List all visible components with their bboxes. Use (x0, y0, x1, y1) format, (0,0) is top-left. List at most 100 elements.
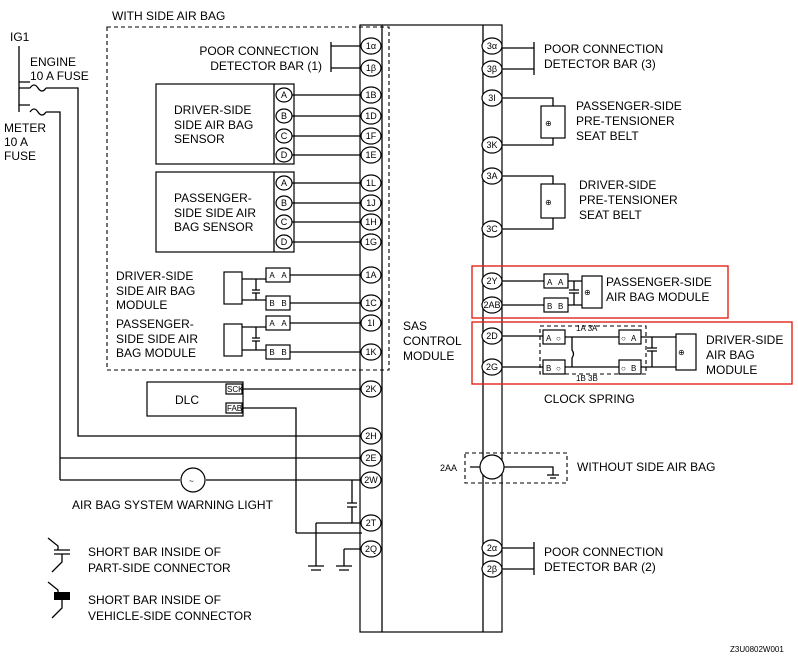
driver-side-module-label: DRIVER-SIDE SIDE AIR BAG MODULE (116, 269, 199, 312)
svg-text:B: B (269, 299, 274, 308)
svg-text:A: A (547, 278, 553, 287)
sas-pin-2G: 2G (481, 358, 503, 376)
driver-sensor-pin-D: D (275, 147, 361, 163)
poor-connection-3-label: POOR CONNECTION DETECTOR BAR (3) (544, 42, 667, 71)
clock-spring-box (539, 325, 647, 375)
svg-text:2AB: 2AB (483, 300, 500, 310)
sas-pin-3K: 3K (481, 136, 503, 154)
passenger-airbag-label: PASSENGER-SIDE AIR BAG MODULE (606, 275, 715, 304)
without-side-air-bag-region (464, 452, 568, 484)
passenger-pretensioner-squib (540, 105, 566, 139)
sas-pin-1H: 1H (360, 213, 382, 231)
passenger-airbag-squib (581, 275, 603, 309)
dlc-label: DLC (175, 393, 199, 407)
sas-pin-3α: 3α (481, 37, 503, 55)
svg-text:2T: 2T (366, 518, 377, 528)
svg-text:D: D (281, 237, 288, 247)
passenger-pretensioner-label: PASSENGER-SIDE PRE-TENSIONER SEAT BELT (576, 99, 685, 143)
passenger-side-module-squib (223, 323, 243, 357)
svg-text:A: A (281, 90, 287, 100)
passenger-sensor-pin-A: A (275, 175, 361, 191)
clock-pins-bottom: 1B 3B (576, 374, 598, 383)
passenger-airbag-highlight (471, 265, 729, 319)
without-side-air-bag-label: WITHOUT SIDE AIR BAG (577, 460, 715, 474)
svg-text:1D: 1D (365, 111, 377, 121)
poor-connection-2-label: POOR CONNECTION DETECTOR BAR (2) (544, 545, 667, 574)
svg-text:D: D (281, 150, 288, 160)
passenger-side-sensor-box (155, 171, 295, 253)
driver-pretensioner-squib (540, 183, 566, 219)
svg-text:A: A (281, 319, 287, 328)
svg-text:B: B (281, 299, 286, 308)
svg-text:B: B (558, 302, 563, 311)
svg-text:3A: 3A (486, 171, 497, 181)
driver-airbag-squib (675, 333, 697, 371)
sas-pin-1E: 1E (360, 146, 382, 164)
engine-fuse-label: ENGINE 10 A FUSE (30, 55, 89, 83)
svg-text:B: B (281, 198, 287, 208)
driver-sensor-pin-B: B (275, 108, 361, 124)
svg-text:1β: 1β (366, 63, 376, 73)
sas-pin-2D: 2D (481, 327, 503, 345)
sas-pin-1A: 1A (360, 266, 382, 284)
svg-text:B: B (281, 348, 286, 357)
driver-side-module-squib (223, 271, 243, 305)
sas-pin-3C: 3C (481, 220, 503, 238)
sas-pin-3β: 3β (481, 60, 503, 78)
sas-pin-2E: 2E (360, 449, 382, 467)
svg-text:A: A (631, 334, 637, 343)
driver-side-sensor-box (155, 83, 295, 165)
legend-part-side-symbol (47, 537, 70, 573)
svg-text:B: B (547, 302, 552, 311)
svg-text:3β: 3β (487, 64, 497, 74)
svg-text:1G: 1G (365, 237, 377, 247)
dlc-pin-sck: SCK (227, 385, 244, 394)
svg-text:⊕: ⊕ (584, 288, 591, 297)
sas-pin-2AB: 2AB (481, 296, 503, 314)
passenger-sensor-pin-C: C (275, 214, 361, 230)
sas-module-body (359, 24, 503, 633)
sas-pin-2H: 2H (360, 427, 382, 445)
sas-module-label: SAS CONTROL MODULE (403, 319, 465, 363)
svg-text:2Y: 2Y (486, 276, 497, 286)
svg-text:3I: 3I (488, 93, 496, 103)
svg-text:A: A (546, 334, 552, 343)
svg-text:1F: 1F (366, 131, 377, 141)
sas-pin-2β: 2β (481, 560, 503, 578)
driver-airbag-label: DRIVER-SIDE AIR BAG MODULE (706, 333, 787, 377)
driver-pretensioner-label: DRIVER-SIDE PRE-TENSIONER SEAT BELT (579, 178, 681, 222)
svg-text:1J: 1J (366, 198, 376, 208)
dlc-pin-fab: FAB (227, 404, 242, 413)
svg-text:2W: 2W (364, 475, 378, 485)
sas-pin-2K: 2K (360, 380, 382, 398)
clock-pins-top: 1A 3A (576, 324, 598, 333)
passenger-side-module-label: PASSENGER- SIDE SIDE AIR BAG MODULE (116, 317, 201, 360)
passenger-sensor-pin-B: B (275, 195, 361, 211)
svg-text:A: A (269, 271, 275, 280)
svg-text:1E: 1E (365, 150, 376, 160)
driver-side-sensor-label: DRIVER-SIDE SIDE AIR BAG SENSOR (174, 103, 257, 146)
sas-pin-2W: 2W (360, 471, 382, 489)
with-side-air-bag-label: WITH SIDE AIR BAG (112, 9, 225, 23)
2aa-label: 2AA (440, 463, 457, 473)
svg-text:1H: 1H (365, 217, 377, 227)
driver-airbag-highlight (471, 321, 793, 385)
clock-spring-label: CLOCK SPRING (544, 392, 635, 406)
svg-text:1K: 1K (365, 347, 376, 357)
sas-pin-1D: 1D (360, 107, 382, 125)
svg-text:B: B (546, 364, 551, 373)
meter-fuse-label: METER 10 A FUSE (4, 121, 49, 163)
svg-text:1I: 1I (367, 318, 375, 328)
sas-pin-1K: 1K (360, 343, 382, 361)
legend-part-side-label: SHORT BAR INSIDE OF PART-SIDE CONNECTOR (88, 545, 231, 575)
svg-text:C: C (281, 131, 288, 141)
sas-pin-2T: 2T (360, 514, 382, 532)
legend-vehicle-side-label: SHORT BAR INSIDE OF VEHICLE-SIDE CONNECT… (88, 593, 252, 623)
svg-text:3C: 3C (486, 224, 498, 234)
sas-pin-3I: 3I (481, 89, 503, 107)
with-side-air-bag-region (106, 26, 390, 371)
svg-text:B: B (281, 111, 287, 121)
